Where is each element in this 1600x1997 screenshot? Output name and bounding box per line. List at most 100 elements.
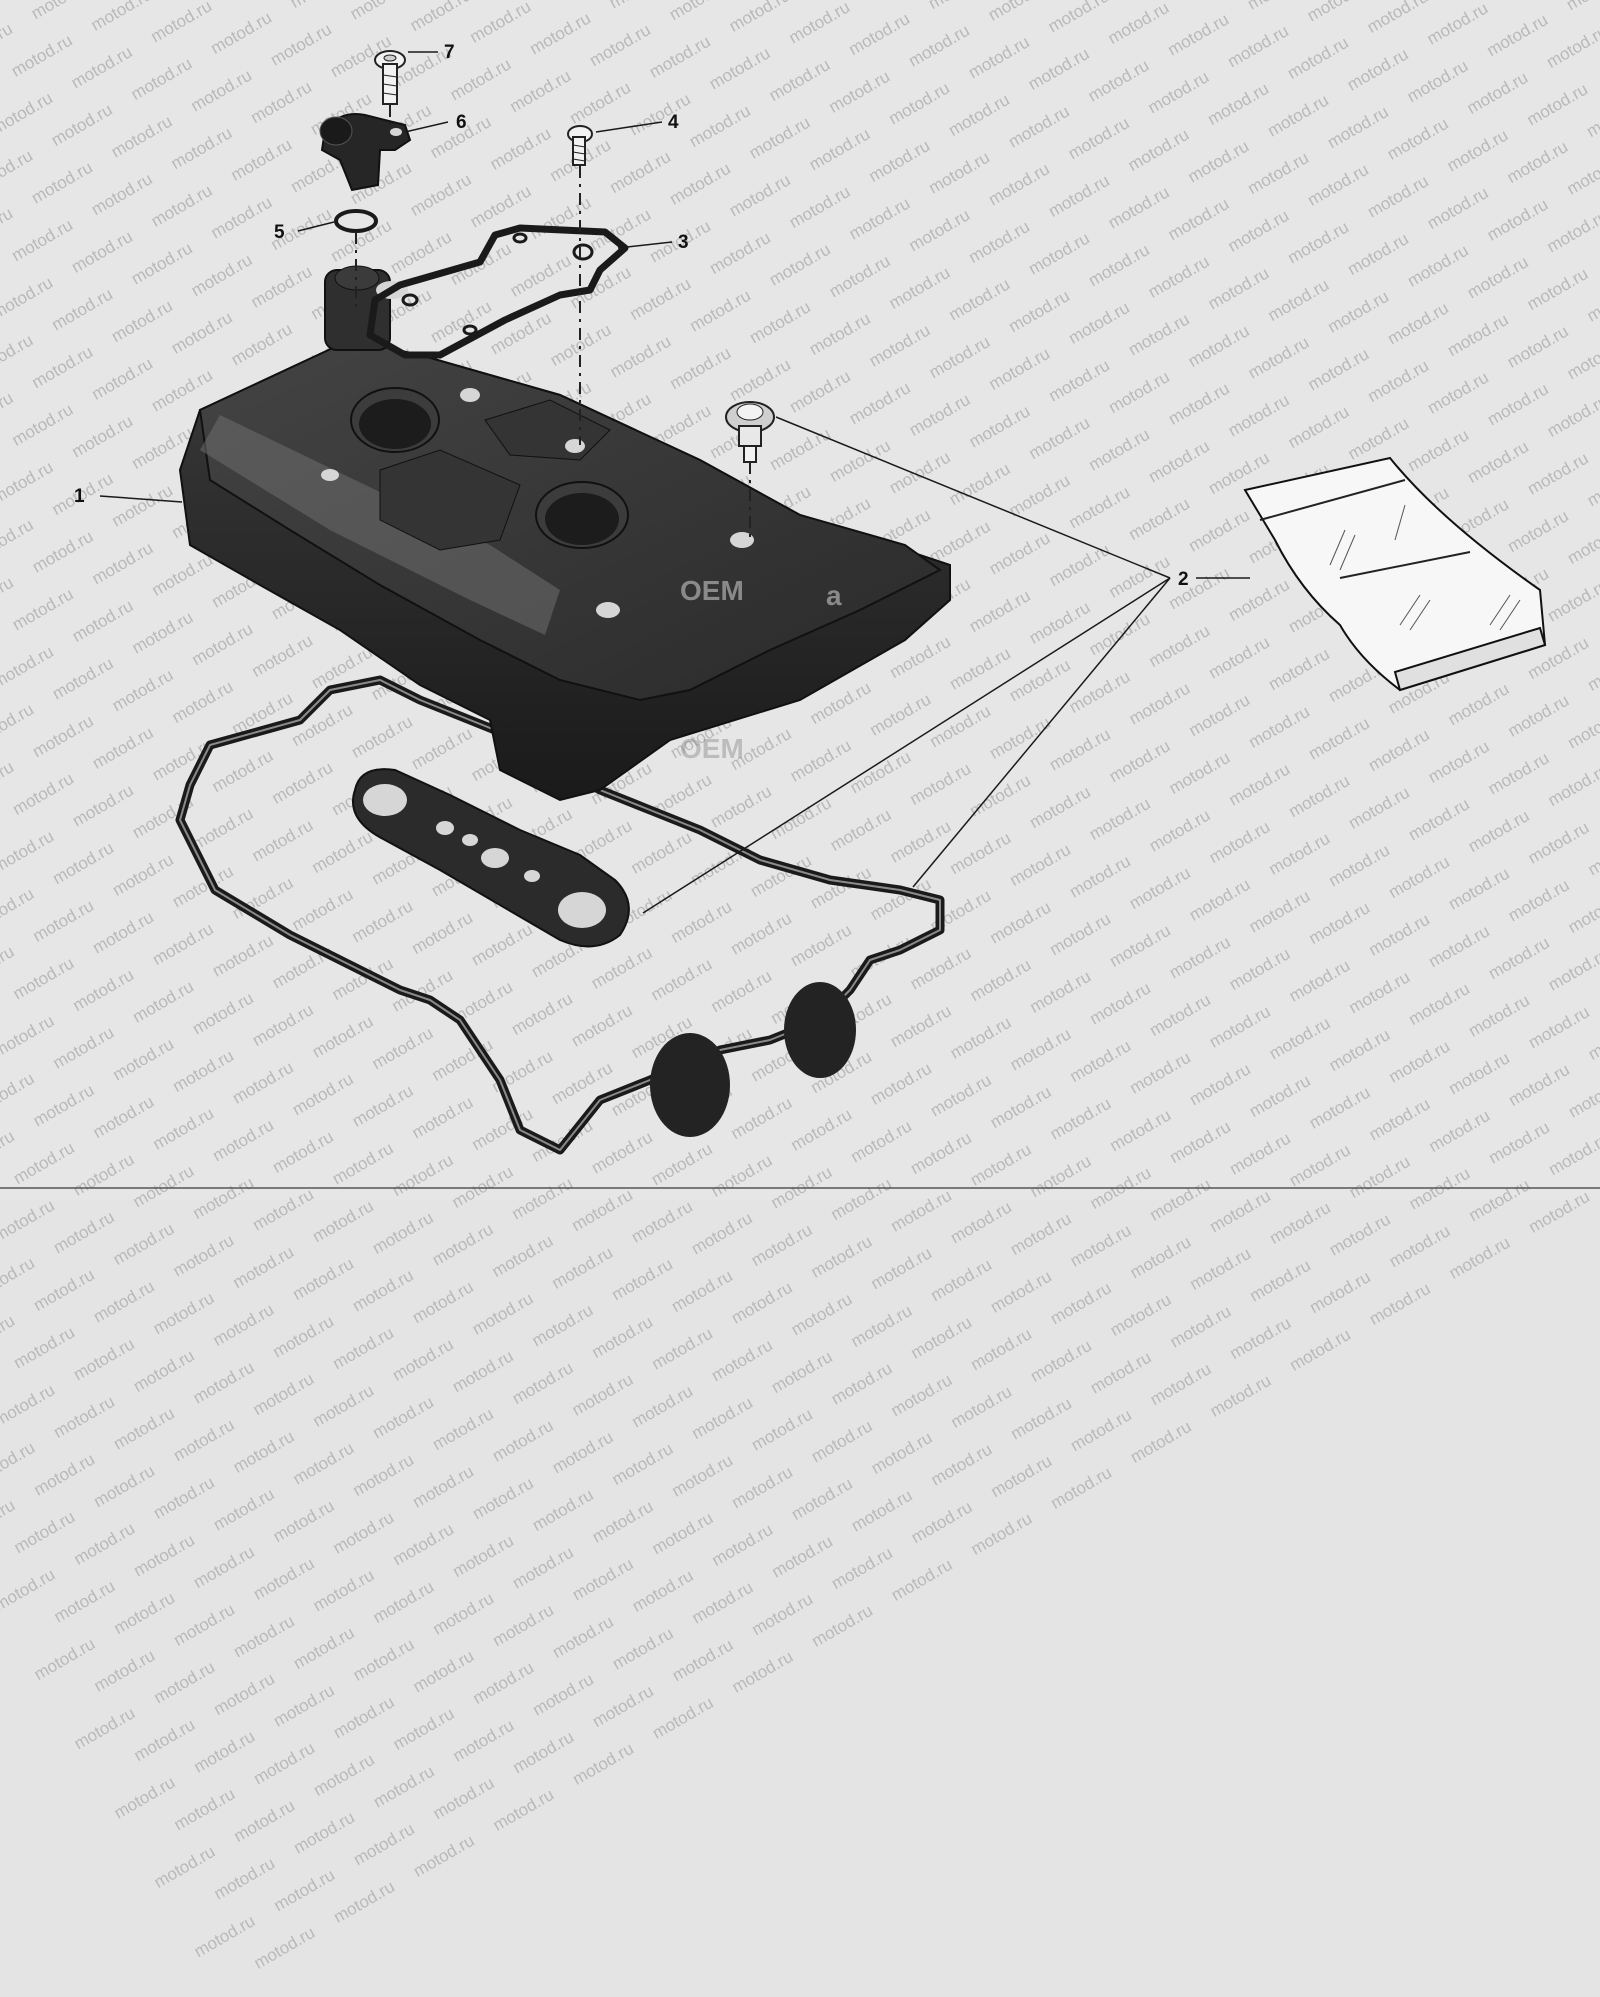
watermark-text: motod.ru: [907, 1312, 976, 1363]
watermark-text: motod.ru: [768, 1347, 836, 1398]
watermark-text: motod.ru: [708, 1519, 777, 1570]
watermark-text: motod.ru: [70, 1518, 139, 1569]
watermark-text: motod.ru: [1166, 1301, 1235, 1352]
watermark-text: motod.ru: [847, 1301, 916, 1352]
callout-labels: 1 2 3 4 5 6 7: [74, 42, 1189, 590]
watermark-text: motod.ru: [628, 1381, 697, 1432]
watermark-text: motod.ru: [230, 1611, 298, 1662]
watermark-text: motod.ru: [488, 1415, 557, 1466]
watermark-text: motod.ru: [429, 1588, 498, 1639]
watermark-text: motod.ru: [688, 1208, 756, 1259]
watermark-text: motod.ru: [329, 1507, 398, 1558]
watermark-text: motod.ru: [309, 1196, 377, 1247]
watermark-text: motod.ru: [728, 1277, 796, 1328]
callout-5: 5: [274, 222, 285, 243]
sealant-packet-2: [1243, 456, 1547, 692]
o-ring-5: [334, 209, 378, 233]
watermark-text: motod.ru: [1126, 1232, 1195, 1283]
watermark-text: motod.ru: [907, 1497, 976, 1548]
watermark-text: motod.ru: [628, 1565, 697, 1616]
watermark-text: motod.ru: [1047, 1278, 1115, 1329]
leader-lines: [99, 51, 1250, 914]
watermark-text: motod.ru: [170, 1599, 238, 1650]
callout-6: 6: [456, 112, 467, 133]
watermark-text: motod.ru: [1286, 1324, 1354, 1375]
watermark-text: motod.ru: [748, 1404, 816, 1455]
watermark-text: motod.ru: [628, 1196, 696, 1247]
watermark-text: motod.ru: [149, 1288, 218, 1339]
watermark-text: motod.ru: [608, 1623, 677, 1674]
watermark-text: motod.ru: [70, 1703, 139, 1754]
watermark-text: motod.ru: [1007, 1209, 1075, 1260]
watermark-text: motod.ru: [1306, 1267, 1374, 1318]
watermark-text: motod.ru: [449, 1715, 518, 1766]
watermark-text: motod.ru: [49, 1207, 118, 1258]
watermark-text: motod.ru: [0, 1195, 58, 1246]
assembly-axes: [355, 105, 751, 540]
watermark-text: motod.ru: [229, 1426, 298, 1477]
watermark-text: motod.ru: [787, 1289, 856, 1340]
watermark-text: motod.ru: [0, 1253, 38, 1304]
watermark-text: motod.ru: [668, 1450, 737, 1501]
exploded-parts-diagram: OEM a OEM: [0, 42, 1600, 1189]
watermark-text: motod.ru: [270, 1680, 338, 1731]
watermark-text: motod.ru: [708, 1335, 776, 1386]
oem-mark-suffix: a: [826, 580, 842, 611]
watermark-text: motod.ru: [588, 1496, 657, 1547]
callout-2: 2: [1178, 569, 1189, 590]
watermark-text: motod.ru: [728, 1646, 797, 1697]
watermark-text: motod.ru: [848, 1485, 916, 1536]
watermark-text: motod.ru: [688, 1393, 756, 1444]
watermark-text: motod.ru: [10, 1507, 79, 1558]
watermark-text: motod.ru: [330, 1876, 398, 1927]
watermark-text: motod.ru: [249, 1553, 318, 1604]
watermark-text: motod.ru: [350, 1819, 418, 1870]
watermark-text: motod.ru: [269, 1496, 338, 1547]
watermark-text: motod.ru: [568, 1369, 637, 1420]
watermark-text: motod.ru: [489, 1784, 558, 1835]
watermark-text: motod.ru: [489, 1600, 557, 1651]
watermark-text: motod.ru: [349, 1265, 417, 1316]
watermark-text: motod.ru: [0, 1310, 19, 1361]
watermark-text: motod.ru: [927, 1439, 996, 1490]
watermark-text: motod.ru: [250, 1738, 318, 1789]
watermark-text: motod.ru: [30, 1449, 99, 1500]
watermark-text: motod.ru: [270, 1865, 339, 1916]
screw-4: [567, 125, 593, 166]
watermark-text: motod.ru: [807, 1231, 876, 1282]
watermark-text: motod.ru: [190, 1911, 259, 1962]
watermark-text: motod.ru: [0, 1564, 59, 1615]
watermark-text: motod.ru: [368, 1207, 437, 1258]
watermark-text: motod.ru: [569, 1738, 637, 1789]
watermark-text: motod.ru: [169, 1415, 238, 1466]
watermark-text: motod.ru: [768, 1531, 836, 1582]
watermark-text: motod.ru: [150, 1841, 219, 1892]
watermark-text: motod.ru: [529, 1669, 597, 1720]
watermark-text: motod.ru: [448, 1346, 517, 1397]
watermark-text: motod.ru: [1066, 1220, 1135, 1271]
watermark-text: motod.ru: [1385, 1221, 1454, 1272]
watermark-text: motod.ru: [169, 1230, 238, 1281]
watermark-text: motod.ru: [249, 1369, 318, 1420]
watermark-text: motod.ru: [1106, 1289, 1175, 1340]
watermark-text: motod.ru: [608, 1254, 676, 1305]
watermark-text: motod.ru: [408, 1277, 477, 1328]
watermark-text: motod.ru: [409, 1830, 478, 1881]
watermark-text: motod.ru: [389, 1334, 457, 1385]
watermark-text: motod.ru: [469, 1657, 538, 1708]
watermark-text: motod.ru: [389, 1519, 458, 1570]
watermark-text: motod.ru: [429, 1773, 498, 1824]
watermark-text: motod.ru: [927, 1255, 995, 1306]
watermark-text: motod.ru: [1067, 1405, 1135, 1456]
watermark-text: motod.ru: [589, 1681, 657, 1732]
watermark-text: motod.ru: [329, 1323, 397, 1374]
watermark-text: motod.ru: [129, 1345, 198, 1396]
watermark-text: motod.ru: [827, 1358, 896, 1409]
watermark-text: motod.ru: [429, 1404, 497, 1455]
watermark-text: motod.ru: [409, 1646, 478, 1697]
watermark-text: motod.ru: [110, 1772, 179, 1823]
watermark-text: motod.ru: [947, 1381, 1016, 1432]
oem-mark: OEM: [680, 575, 744, 606]
watermark-text: motod.ru: [0, 1380, 59, 1431]
